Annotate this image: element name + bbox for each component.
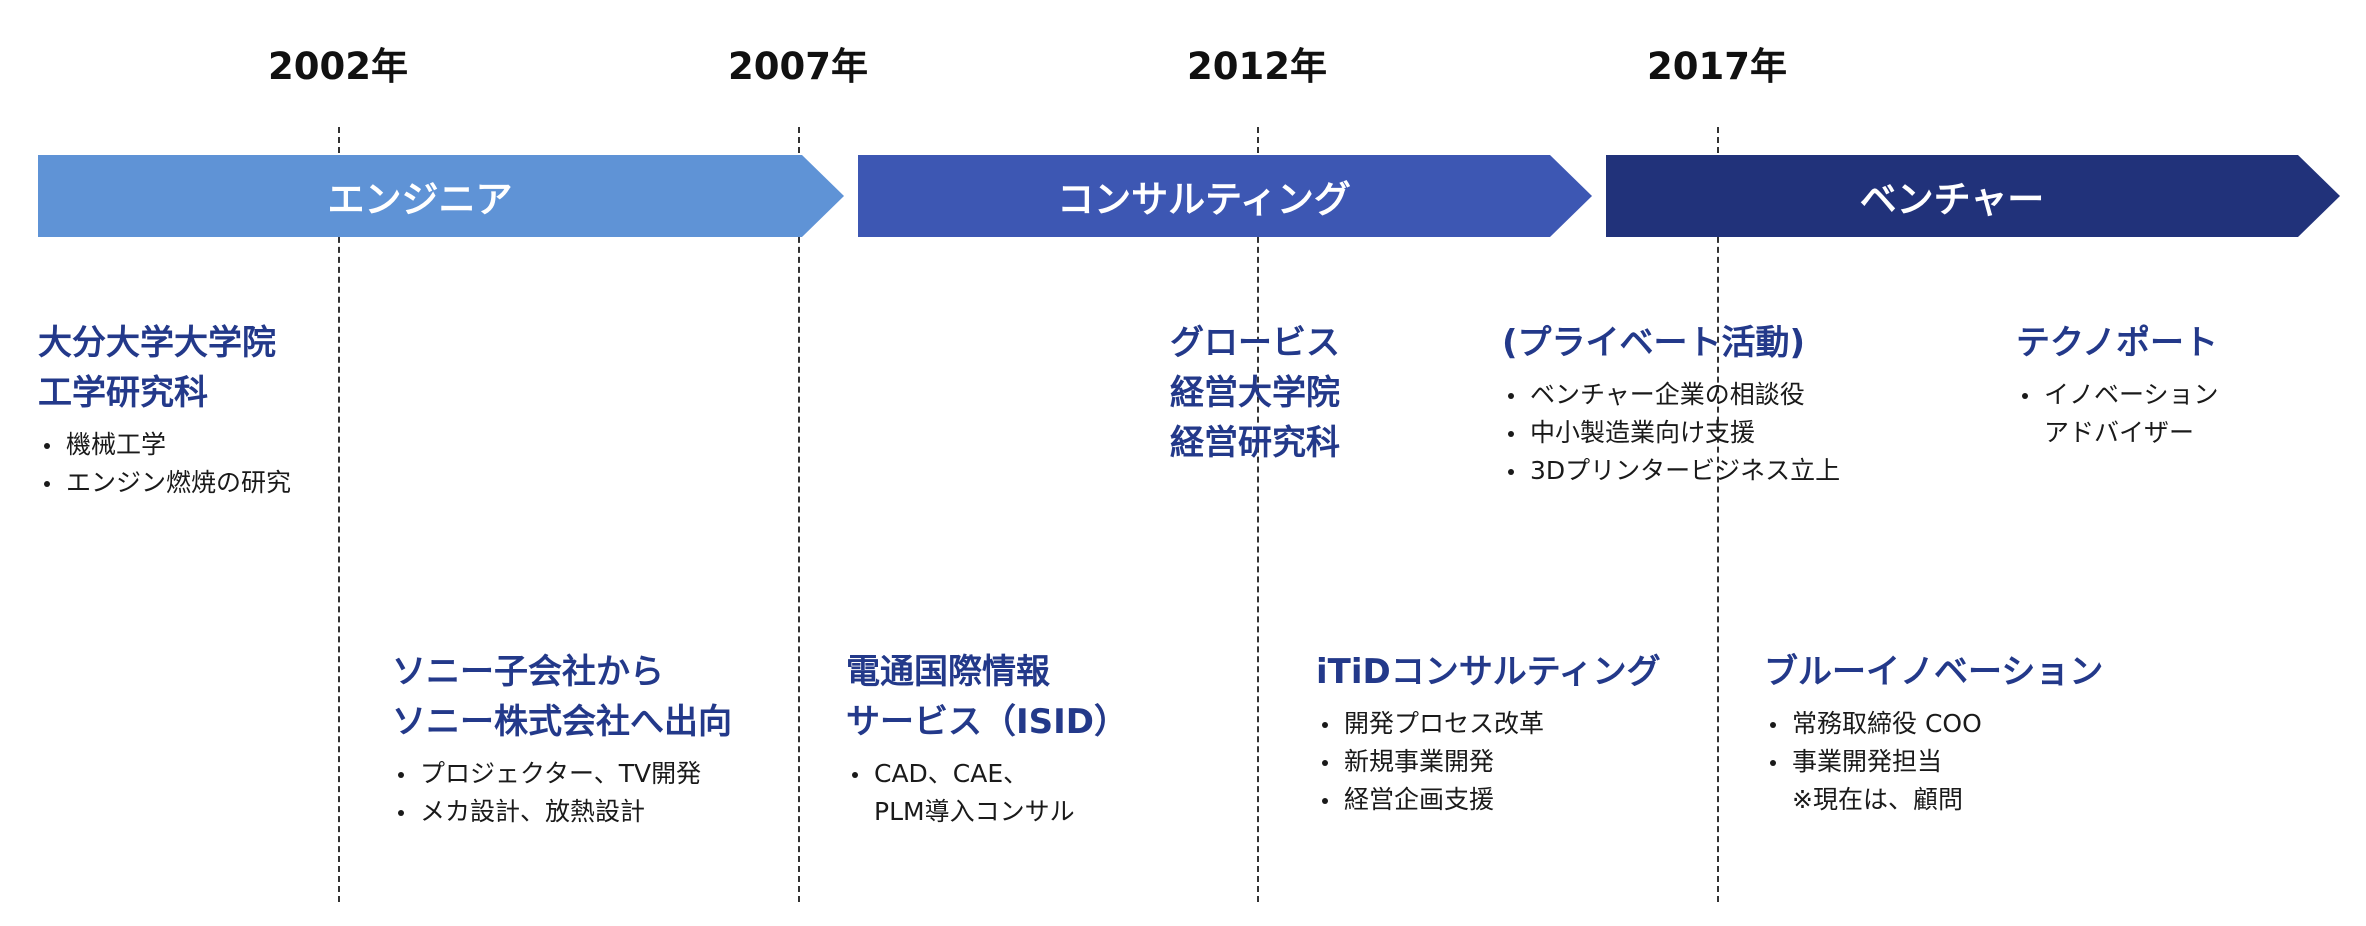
entry-isid: 電通国際情報 サービス（ISID） CAD、CAE、 PLM導入コンサル xyxy=(846,647,1128,831)
entry-university: 大分大学大学院 工学研究科 機械工学 エンジン燃焼の研究 xyxy=(38,318,291,502)
list-item: 経営企画支援 xyxy=(1316,781,1661,819)
phase-arrow-engineer: エンジニア xyxy=(38,155,844,237)
list-item: 常務取締役 COO xyxy=(1764,705,2103,743)
entry-title-line: ソニー株式会社へ出向 xyxy=(392,702,732,742)
list-item: 機械工学 xyxy=(38,426,291,464)
year-divider-2007 xyxy=(798,127,800,902)
list-item: 中小製造業向け支援 xyxy=(1502,414,1840,452)
list-item: プロジェクター、TV開発 xyxy=(392,755,732,793)
entry-title-line: サービス（ISID） xyxy=(846,702,1129,742)
entry-title-line: 電通国際情報 xyxy=(846,652,1050,692)
entry-blue-innovation: ブルーイノベーション 常務取締役 COO 事業開発担当 ※現在は、顧問 xyxy=(1764,647,2103,819)
list-item: 新規事業開発 xyxy=(1316,743,1661,781)
list-item: 3Dプリンタービジネス立上 xyxy=(1502,452,1840,490)
year-divider-2012 xyxy=(1257,127,1259,902)
entry-itid: iTiDコンサルティング 開発プロセス改革 新規事業開発 経営企画支援 xyxy=(1316,647,1661,819)
entry-globis-title: グロービス 経営大学院 経営研究科 xyxy=(1170,318,1340,468)
entry-technoport-title: テクノポート xyxy=(2016,318,2219,368)
entry-title-line: (プライベート活動) xyxy=(1502,323,1806,363)
list-item: CAD、CAE、 xyxy=(846,755,1128,793)
list-item: アドバイザー xyxy=(2044,418,2195,447)
entry-title-line: テクノポート xyxy=(2016,323,2218,363)
entry-title-line: グロービス xyxy=(1170,323,1340,363)
entry-private-list: ベンチャー企業の相談役 中小製造業向け支援 3Dプリンタービジネス立上 xyxy=(1502,376,1840,490)
entry-private: (プライベート活動) ベンチャー企業の相談役 中小製造業向け支援 3Dプリンター… xyxy=(1502,318,1840,490)
entry-title-line: iTiDコンサルティング xyxy=(1316,652,1661,692)
entry-sony-list: プロジェクター、TV開発 メカ設計、放熱設計 xyxy=(392,755,732,831)
phase-label-consulting: コンサルティング xyxy=(1057,178,1351,221)
entry-itid-title: iTiDコンサルティング xyxy=(1316,647,1661,697)
year-label-2007: 2007年 xyxy=(728,45,868,88)
entry-blue-innovation-title: ブルーイノベーション xyxy=(1764,647,2103,697)
entry-sony: ソニー子会社から ソニー株式会社へ出向 プロジェクター、TV開発 メカ設計、放熱… xyxy=(392,647,732,831)
phase-arrow-consulting: コンサルティング xyxy=(858,155,1592,237)
entry-itid-list: 開発プロセス改革 新規事業開発 経営企画支援 xyxy=(1316,705,1661,819)
entry-title-line: ソニー子会社から xyxy=(392,652,664,692)
entry-isid-title: 電通国際情報 サービス（ISID） xyxy=(846,647,1128,747)
year-label-2002: 2002年 xyxy=(268,45,408,88)
list-item: PLM導入コンサル xyxy=(874,797,1075,826)
list-item: ベンチャー企業の相談役 xyxy=(1502,376,1840,414)
entry-title-line: ブルーイノベーション xyxy=(1764,652,2104,692)
entry-sony-title: ソニー子会社から ソニー株式会社へ出向 xyxy=(392,647,732,747)
year-label-2017: 2017年 xyxy=(1647,45,1787,88)
phase-arrow-venture: ベンチャー xyxy=(1606,155,2340,237)
phase-label-venture: ベンチャー xyxy=(1859,178,2045,221)
entry-university-list: 機械工学 エンジン燃焼の研究 xyxy=(38,426,291,502)
entry-title-line: 大分大学大学院 xyxy=(38,323,276,363)
list-item: ※現在は、顧問 xyxy=(1792,785,1963,814)
list-item: 開発プロセス改革 xyxy=(1316,705,1661,743)
list-item: イノベーション xyxy=(2016,376,2219,414)
list-item: エンジン燃焼の研究 xyxy=(38,464,291,502)
entry-technoport-list: イノベーション アドバイザー xyxy=(2016,376,2219,452)
entry-isid-list: CAD、CAE、 PLM導入コンサル xyxy=(846,755,1128,831)
entry-university-title: 大分大学大学院 工学研究科 xyxy=(38,318,291,418)
list-item: 事業開発担当 xyxy=(1764,743,2103,781)
phase-label-engineer: エンジニア xyxy=(327,178,513,221)
list-item: メカ設計、放熱設計 xyxy=(392,793,732,831)
entry-title-line: 経営研究科 xyxy=(1170,423,1340,463)
entry-blue-innovation-list: 常務取締役 COO 事業開発担当 ※現在は、顧問 xyxy=(1764,705,2103,819)
entry-private-title: (プライベート活動) xyxy=(1502,318,1840,368)
year-divider-2002 xyxy=(338,127,340,902)
entry-globis: グロービス 経営大学院 経営研究科 xyxy=(1170,318,1340,468)
year-label-2012: 2012年 xyxy=(1187,45,1327,88)
entry-title-line: 経営大学院 xyxy=(1170,373,1340,413)
entry-technoport: テクノポート イノベーション アドバイザー xyxy=(2016,318,2219,452)
year-divider-2017 xyxy=(1717,127,1719,902)
entry-title-line: 工学研究科 xyxy=(38,373,208,413)
